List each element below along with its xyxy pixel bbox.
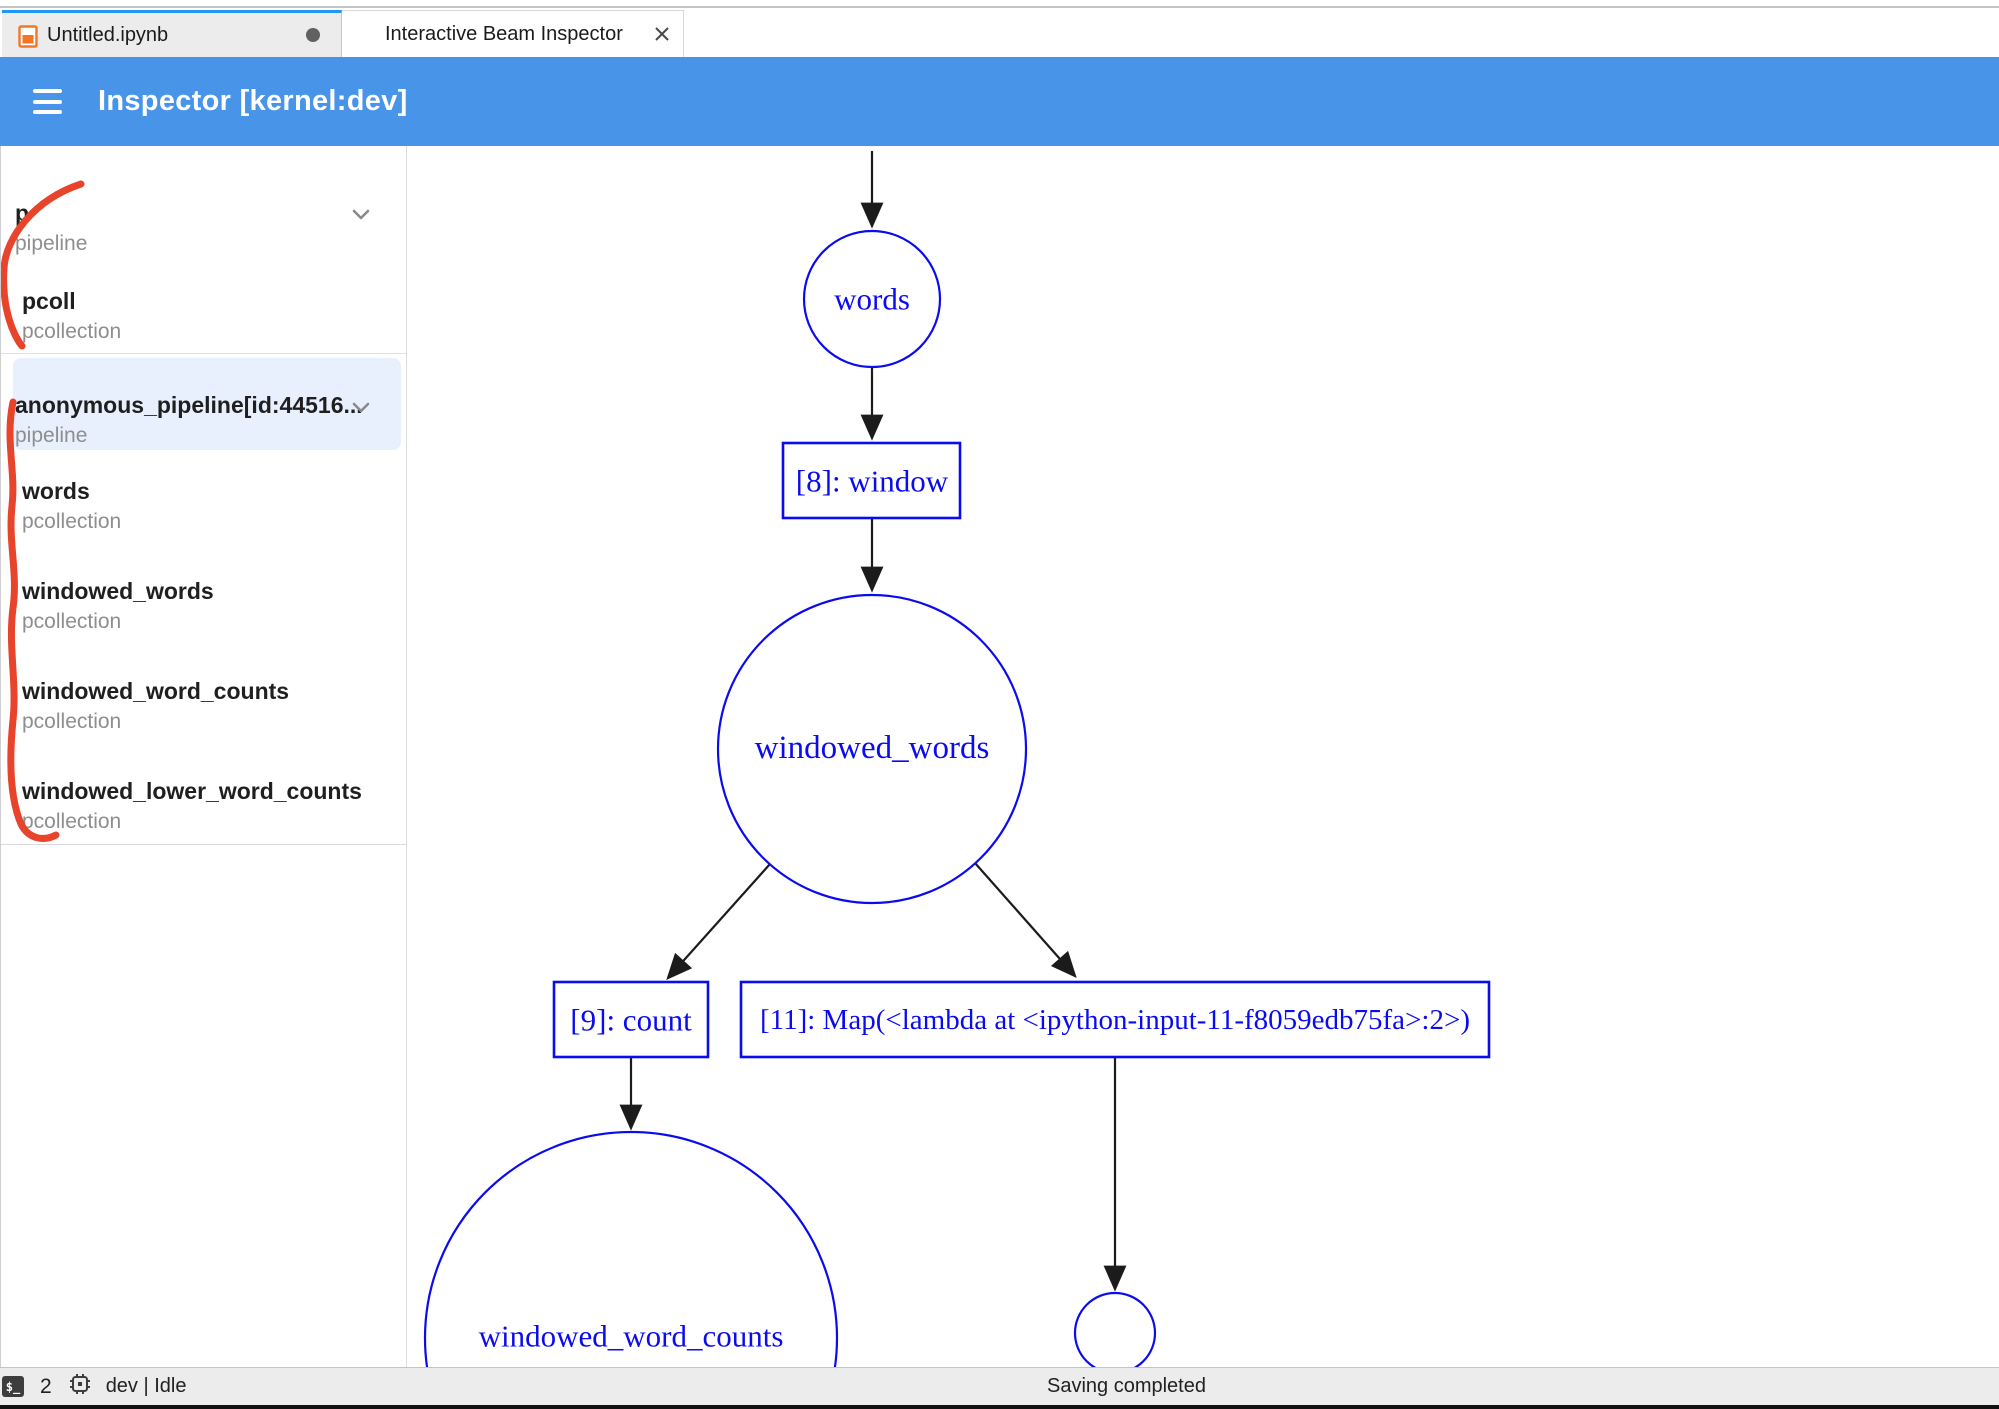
node-11-map bbox=[739, 980, 1491, 1059]
pipeline-sidebar: p pipeline pcoll pcollection anonymous_p… bbox=[1, 146, 406, 1367]
tab-label: Untitled.ipynb bbox=[47, 23, 169, 46]
node-output bbox=[1073, 1291, 1157, 1367]
edge-windowedwords-map bbox=[974, 862, 1077, 978]
notebook-icon bbox=[18, 25, 38, 53]
main-area: p pipeline pcoll pcollection anonymous_p… bbox=[0, 146, 1999, 1367]
chevron-down-icon[interactable] bbox=[348, 394, 374, 420]
sidebar-item-windowed-words[interactable]: windowed_words pcollection bbox=[22, 578, 214, 633]
sidebar-item-pcoll[interactable]: pcoll pcollection bbox=[22, 288, 122, 343]
sidebar-item-windowed-lower-word-counts[interactable]: windowed_lower_word_counts pcollection bbox=[22, 778, 362, 833]
node-words bbox=[802, 229, 942, 369]
node-8-window bbox=[781, 441, 962, 520]
hamburger-menu-icon[interactable] bbox=[33, 89, 62, 114]
pipeline-graph: words [8]: window windowed_words [9]: co… bbox=[423, 151, 1491, 1367]
divider bbox=[1, 353, 406, 354]
kernel-status: dev | Idle bbox=[105, 1375, 187, 1397]
selected-row-highlight bbox=[13, 358, 401, 450]
unsaved-dot-icon bbox=[306, 28, 320, 42]
tab-label: Interactive Beam Inspector bbox=[385, 22, 623, 45]
terminal-count[interactable]: 2 bbox=[40, 1374, 52, 1398]
node-label-window: [8]: window bbox=[796, 464, 949, 499]
tab-interactive-beam-inspector[interactable]: Interactive Beam Inspector bbox=[342, 10, 684, 57]
inspector-header: Inspector [kernel:dev] bbox=[0, 57, 1999, 146]
sidebar-item-windowed-word-counts[interactable]: windowed_word_counts pcollection bbox=[22, 678, 290, 733]
dock-tab-bar: Untitled.ipynb Interactive Beam Inspecto… bbox=[0, 8, 1999, 57]
edge-windowedwords-count bbox=[666, 863, 771, 980]
menubar-bottom-border bbox=[0, 6, 1999, 8]
graph-edges bbox=[619, 151, 1127, 1292]
sidebar-item-anonymous-pipeline[interactable]: anonymous_pipeline[id:44516... pipeline bbox=[15, 392, 363, 447]
node-label-windowed-words: windowed_words bbox=[755, 730, 990, 766]
chevron-down-icon[interactable] bbox=[348, 201, 374, 227]
kernel-status-group[interactable]: dev | Idle bbox=[68, 1372, 187, 1402]
node-label-words: words bbox=[834, 282, 910, 317]
window-bottom-edge bbox=[0, 1405, 1999, 1409]
sidebar-item-words[interactable]: words pcollection bbox=[22, 478, 122, 533]
node-label-windowed-word-counts: windowed_word_counts bbox=[479, 1319, 784, 1354]
sidebar-graph-divider bbox=[406, 146, 407, 1367]
sidebar-item-p[interactable]: p pipeline bbox=[15, 200, 88, 255]
statusbar-top-border bbox=[0, 1367, 1999, 1368]
node-label-count: [9]: count bbox=[570, 1003, 692, 1038]
terminal-icon[interactable]: $_ bbox=[2, 1376, 24, 1397]
close-icon[interactable] bbox=[653, 25, 671, 43]
node-label-map: [11]: Map(<lambda at <ipython-input-11-f… bbox=[760, 1004, 1470, 1036]
node-windowed-word-counts bbox=[423, 1130, 839, 1367]
status-bar: $_ 2 dev | Idle bbox=[0, 1368, 1999, 1405]
divider bbox=[1, 844, 406, 845]
status-message: Saving completed bbox=[1047, 1375, 1206, 1397]
kernel-icon bbox=[68, 1372, 92, 1402]
node-9-count bbox=[552, 980, 710, 1059]
tab-untitled-notebook[interactable]: Untitled.ipynb bbox=[2, 10, 342, 57]
node-windowed-words bbox=[716, 593, 1028, 905]
page-title: Inspector [kernel:dev] bbox=[98, 85, 408, 117]
